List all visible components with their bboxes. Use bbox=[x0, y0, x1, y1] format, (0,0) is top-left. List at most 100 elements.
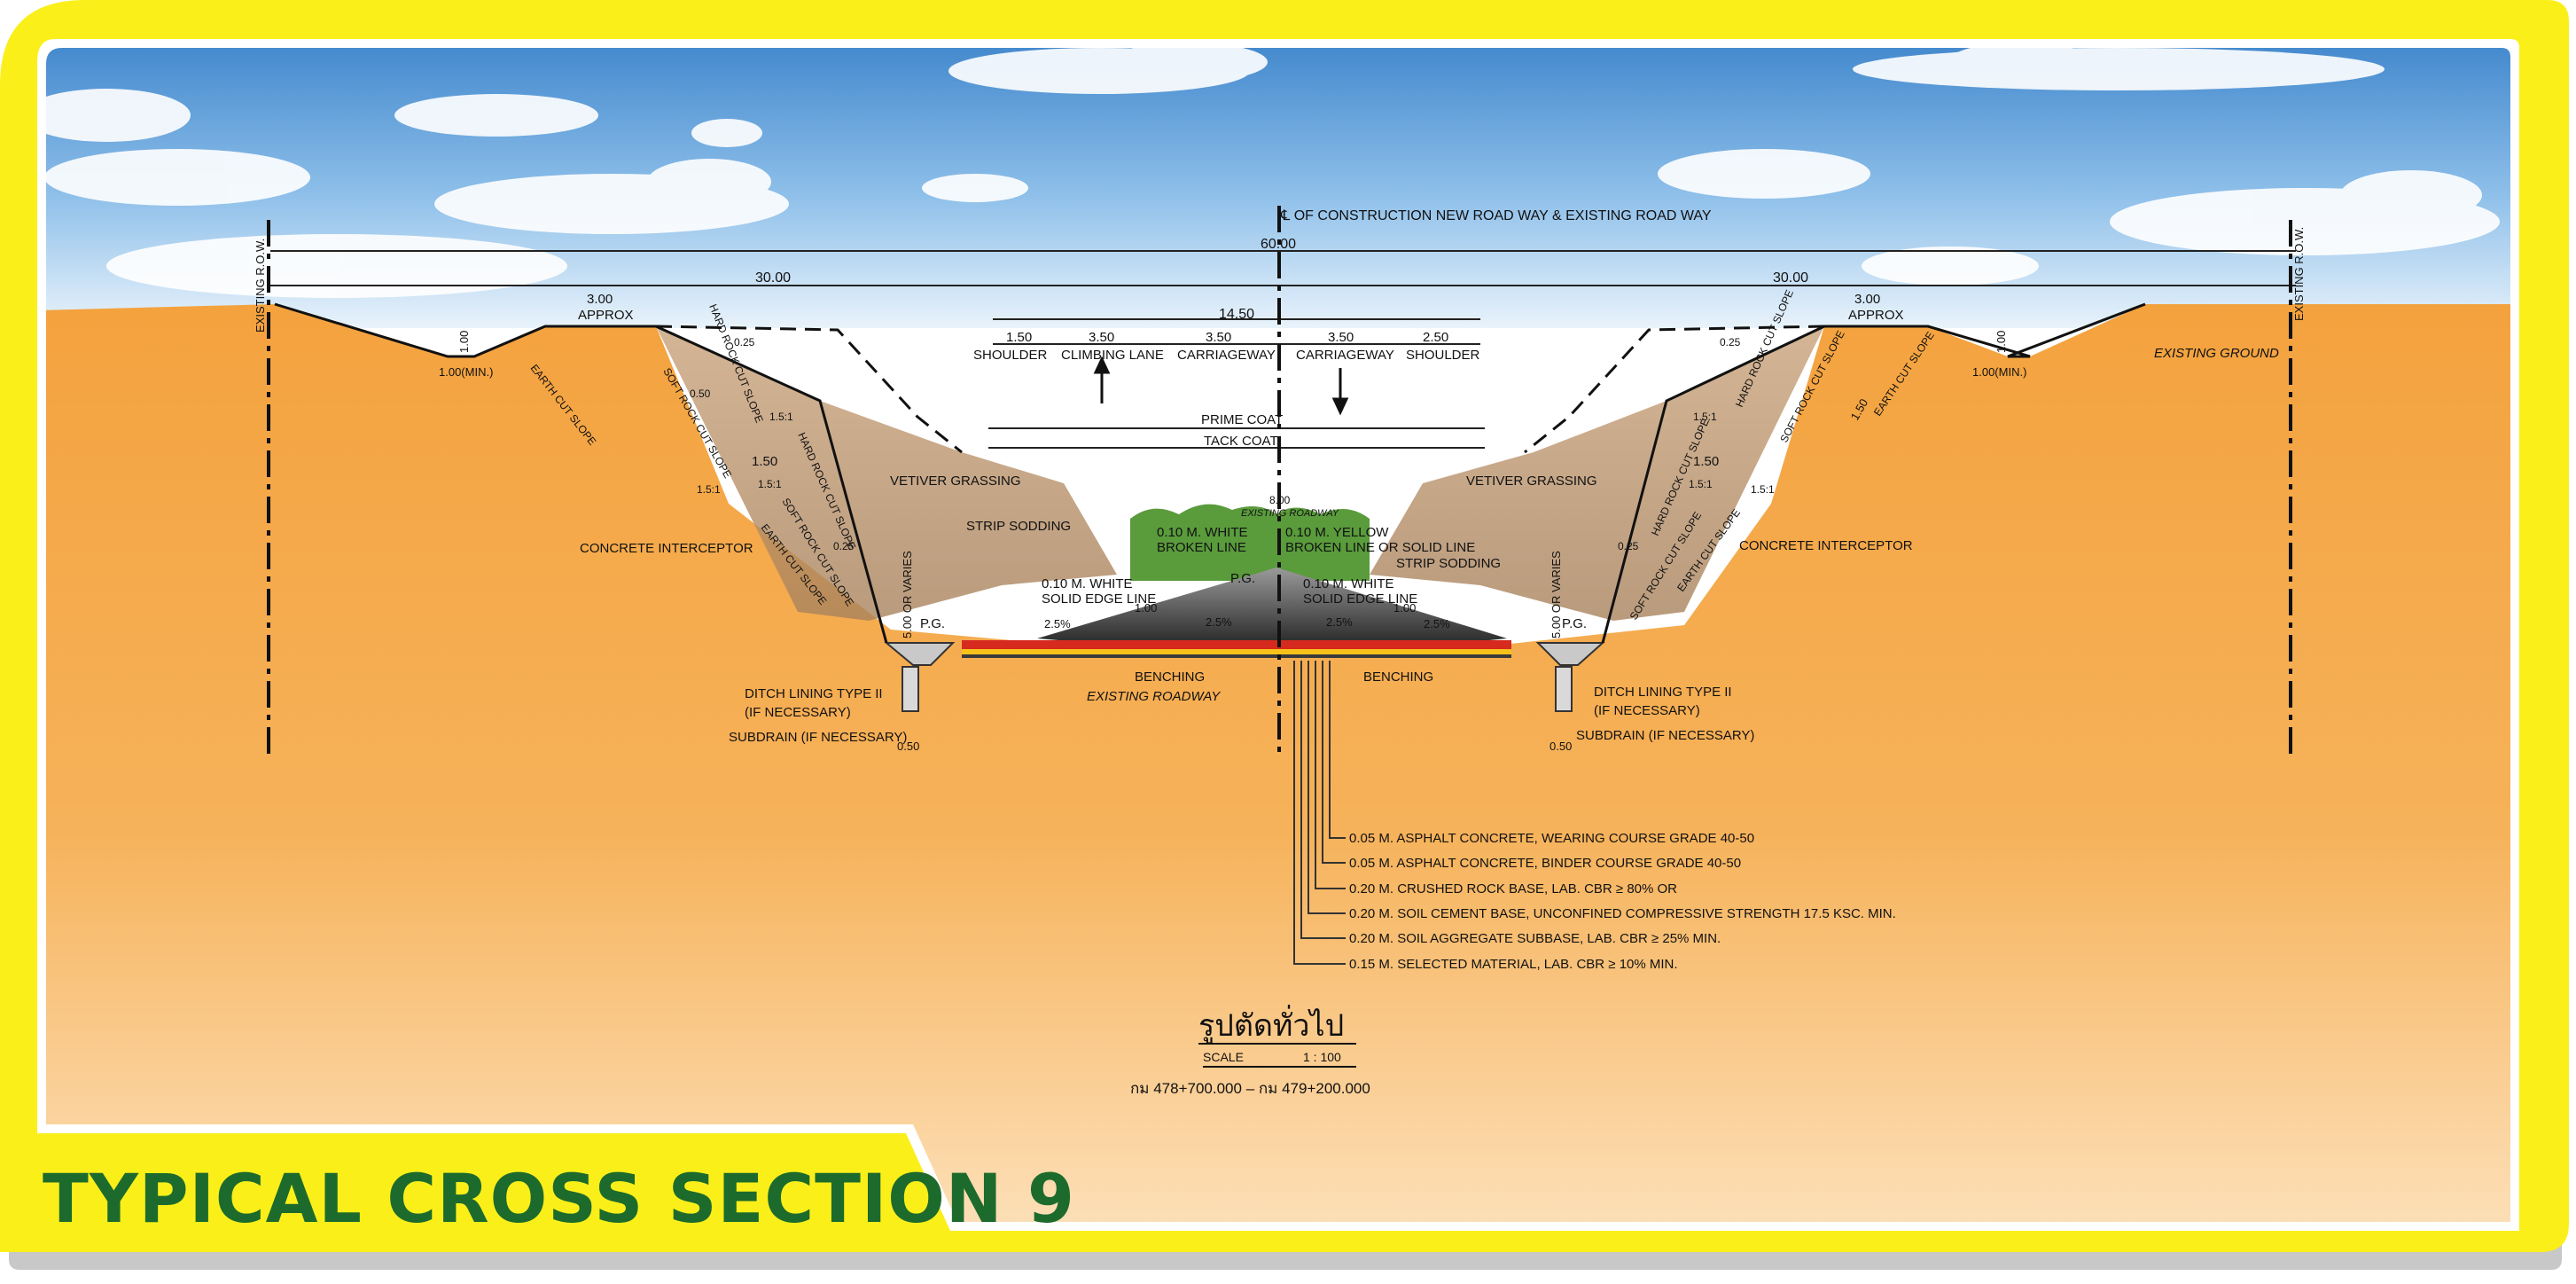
interceptor-left: CONCRETE INTERCEPTOR bbox=[580, 541, 753, 556]
yellow-1: 0.10 M. YELLOW bbox=[1285, 525, 1389, 540]
bench-min-left: 1.00(MIN.) bbox=[439, 365, 493, 379]
white-solid-left-2: SOLID EDGE LINE bbox=[1042, 591, 1156, 607]
road-total: 14.50 bbox=[1219, 307, 1254, 322]
benching-left: BENCHING bbox=[1135, 669, 1205, 685]
approx-label-right: APPROX bbox=[1848, 308, 1904, 323]
side-height-right: 5.00 OR VARIES bbox=[1550, 551, 1563, 638]
subdrain-left-label: SUBDRAIN (IF NECESSARY) bbox=[729, 730, 907, 745]
subdrain-left bbox=[902, 666, 919, 712]
lane-3-name: CARRIAGEWAY bbox=[1296, 348, 1394, 363]
vetiver-left: VETIVER GRASSING bbox=[890, 474, 1021, 489]
slope-pct-3: 2.5% bbox=[1326, 615, 1353, 629]
rock-cut-right bbox=[1370, 326, 1824, 621]
approx-val-right: 3.00 bbox=[1854, 292, 1880, 307]
subdrain-right bbox=[1555, 666, 1573, 712]
ditch-left bbox=[884, 642, 956, 666]
ratio-025-right-2: 0.25 bbox=[1618, 540, 1639, 552]
bench-min-right: 1.00(MIN.) bbox=[1972, 365, 2026, 379]
layer-5: 0.15 M. SELECTED MATERIAL, LAB. CBR ≥ 10… bbox=[1349, 957, 1678, 972]
approx-val-left: 3.00 bbox=[587, 292, 613, 307]
pg-center: P.G. bbox=[1230, 571, 1255, 586]
benching-right: BENCHING bbox=[1363, 669, 1433, 685]
lane-2-width: 3.50 bbox=[1206, 330, 1231, 345]
approx-label-left: APPROX bbox=[578, 308, 634, 323]
ratio-150-right: 1.50 bbox=[1693, 454, 1719, 469]
ditch-left-ifnec: (IF NECESSARY) bbox=[745, 705, 851, 720]
slope-lines bbox=[274, 302, 2146, 644]
clouds bbox=[46, 48, 2500, 298]
pavement-base bbox=[962, 649, 1511, 654]
scale-label: SCALE bbox=[1203, 1050, 1244, 1064]
bench-h-road-left: 1.00 bbox=[1135, 601, 1157, 615]
subdrain-right-label: SUBDRAIN (IF NECESSARY) bbox=[1576, 728, 1754, 743]
strip-left: STRIP SODDING bbox=[966, 519, 1071, 534]
ditch-right-label: DITCH LINING TYPE II bbox=[1594, 685, 1732, 700]
white-broken-1: 0.10 M. WHITE bbox=[1157, 525, 1248, 540]
layer-4: 0.20 M. SOIL AGGREGATE SUBBASE, LAB. CBR… bbox=[1349, 931, 1721, 946]
bench-h-road-right: 1.00 bbox=[1393, 601, 1416, 615]
rock-cut-left bbox=[656, 326, 1117, 621]
road-surface bbox=[1037, 568, 1507, 643]
pavement-layers bbox=[962, 640, 1511, 649]
ratio-025-right: 0.25 bbox=[1720, 336, 1741, 348]
existing-ground: EXISTING GROUND bbox=[2154, 346, 2279, 361]
lane-4-name: SHOULDER bbox=[1406, 348, 1480, 363]
existing-roadway-small: EXISTING ROADWAY bbox=[1241, 508, 1339, 519]
ratio-15-left-3: 1.5:1 bbox=[758, 478, 782, 490]
row-label-left: EXISTING R.O.W. bbox=[254, 239, 267, 333]
pavement-subbase bbox=[962, 654, 1511, 658]
ditch-right bbox=[1535, 642, 1605, 666]
row-label-right: EXISTING R.O.W. bbox=[2292, 227, 2306, 321]
tack-coat: TACK COAT bbox=[1204, 434, 1278, 449]
white-broken-2: BROKEN LINE bbox=[1157, 540, 1246, 555]
white-solid-left-1: 0.10 M. WHITE bbox=[1042, 576, 1133, 591]
ratio-15-left-1: 1.5:1 bbox=[769, 411, 793, 423]
layer-0: 0.05 M. ASPHALT CONCRETE, WEARING COURSE… bbox=[1349, 831, 1754, 846]
lane-1-name: CLIMBING LANE bbox=[1061, 348, 1164, 363]
slope-pct-4: 2.5% bbox=[1424, 617, 1450, 630]
culvert-right: 0.50 bbox=[1550, 740, 1572, 753]
layer-2: 0.20 M. CRUSHED ROCK BASE, LAB. CBR ≥ 80… bbox=[1349, 881, 1677, 896]
ratio-025-left: 0.25 bbox=[734, 336, 755, 348]
lane-4-width: 2.50 bbox=[1423, 330, 1448, 345]
white-solid-right-2: SOLID EDGE LINE bbox=[1303, 591, 1417, 607]
slope-pct-1: 2.5% bbox=[1044, 617, 1071, 630]
ratio-025-left-2: 0.25 bbox=[833, 540, 855, 552]
prime-coat: PRIME COAT bbox=[1201, 412, 1283, 427]
dim-total: 60.00 bbox=[1261, 237, 1296, 252]
slope-pct-2: 2.5% bbox=[1206, 615, 1232, 629]
ratio-15-left-2: 1.5:1 bbox=[697, 483, 721, 496]
lane-0-width: 1.50 bbox=[1006, 330, 1032, 345]
lane-0-name: SHOULDER bbox=[973, 348, 1048, 363]
bench-h-left: 1.00 bbox=[457, 331, 471, 353]
lane-2-name: CARRIAGEWAY bbox=[1177, 348, 1276, 363]
ratio-050-left: 0.50 bbox=[690, 388, 711, 400]
dim-half-right: 30.00 bbox=[1773, 270, 1808, 286]
centerline-label: ℄ OF CONSTRUCTION NEW ROAD WAY & EXISTIN… bbox=[1280, 208, 1712, 223]
thai-title: รูปตัดทั่วไป bbox=[1198, 1005, 1344, 1044]
trees bbox=[1130, 504, 1370, 581]
ratio-15-right-1: 1.5:1 bbox=[1693, 411, 1717, 423]
pg-left: P.G. bbox=[920, 616, 945, 631]
center-width: 8.00 bbox=[1269, 494, 1291, 506]
row-lines bbox=[267, 206, 2292, 761]
dim-half-left: 30.00 bbox=[755, 270, 791, 286]
side-height-left: 5.00 OR VARIES bbox=[901, 551, 914, 638]
scale-value: 1 : 100 bbox=[1303, 1050, 1341, 1064]
dimension-lines bbox=[270, 250, 2296, 449]
ratio-150-left: 1.50 bbox=[752, 454, 777, 469]
lane-1-width: 3.50 bbox=[1089, 330, 1114, 345]
layer-3: 0.20 M. SOIL CEMENT BASE, UNCONFINED COM… bbox=[1349, 906, 1896, 921]
ground bbox=[46, 304, 2510, 1222]
white-solid-right-1: 0.10 M. WHITE bbox=[1303, 576, 1394, 591]
vetiver-right: VETIVER GRASSING bbox=[1466, 474, 1597, 489]
ditch-right-ifnec: (IF NECESSARY) bbox=[1594, 703, 1700, 718]
lane-3-width: 3.50 bbox=[1328, 330, 1354, 345]
ratio-15-right-2: 1.5:1 bbox=[1751, 483, 1775, 496]
pg-right: P.G. bbox=[1562, 616, 1587, 631]
layer-leaders bbox=[1293, 661, 1346, 965]
layer-1: 0.05 M. ASPHALT CONCRETE, BINDER COURSE … bbox=[1349, 856, 1741, 871]
bench-h-right: 1.00 bbox=[1994, 331, 2008, 353]
interceptor-right: CONCRETE INTERCEPTOR bbox=[1739, 538, 1913, 553]
